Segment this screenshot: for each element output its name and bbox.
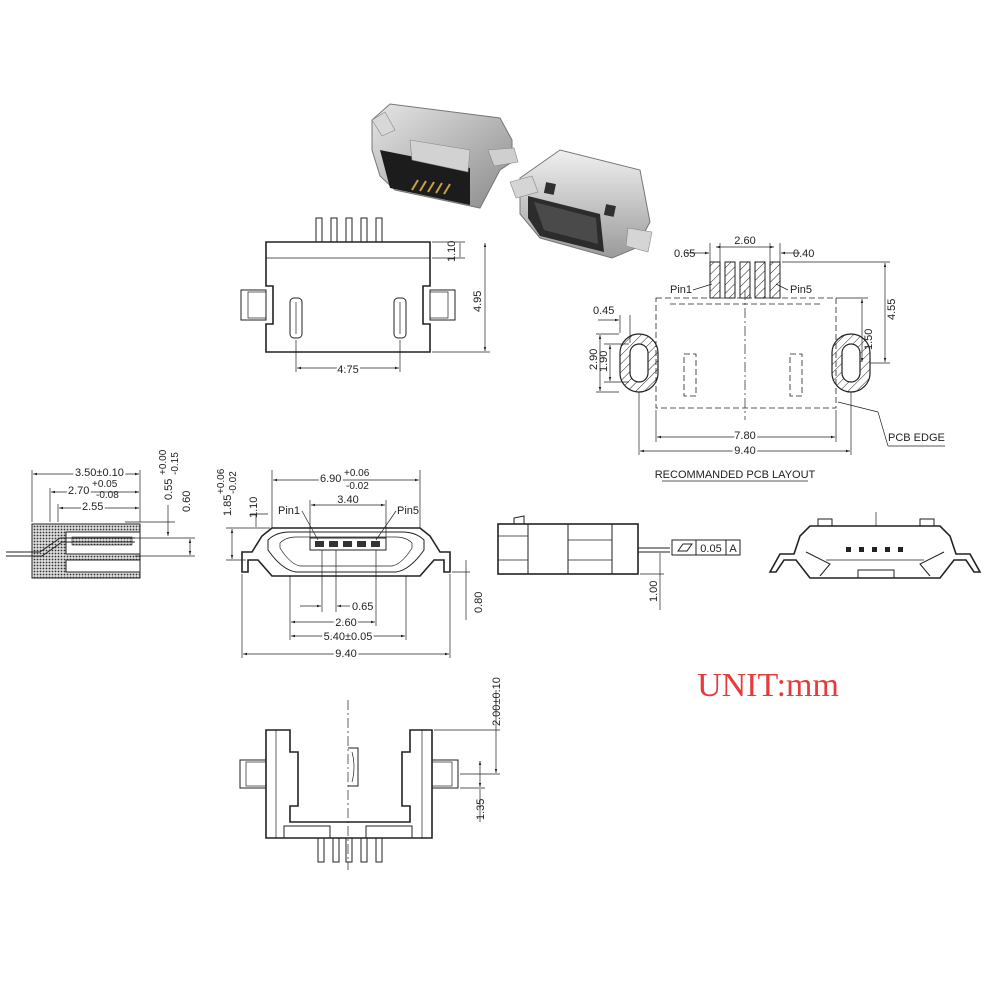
dim-front-pin-span: 2.60 [335, 617, 356, 629]
unit-label: UNIT:mm [697, 667, 839, 704]
dim-pcb-outer-width: 9.40 [734, 445, 755, 457]
dim-section-a: 3.50±0.10 [75, 467, 124, 479]
dim-front-shell: 1.10 [248, 497, 260, 518]
dim-section-d: 0.55 [163, 479, 175, 500]
dim-section-b-tol-minus: -0.08 [96, 490, 119, 501]
dim-top-width: 4.75 [337, 364, 358, 376]
dim-bottom-tab-width: 1.35 [475, 799, 487, 820]
dim-front-height-tol-plus: +0.06 [216, 468, 227, 494]
dim-section-d-tol-minus: -0.15 [170, 452, 181, 475]
dim-front-tab: 0.80 [473, 592, 485, 613]
dim-section-e: 0.60 [181, 491, 193, 512]
side-view: 0.05 A 1.00 [497, 515, 741, 610]
end-view [768, 512, 982, 579]
side-section: 3.50±0.10 2.70 +0.05 -0.08 2.55 0.55 +0.… [6, 449, 195, 579]
pcb-edge-label: PCB EDGE [888, 432, 945, 444]
dim-section-d-tol-plus: +0.00 [158, 449, 169, 475]
dim-section-b-tol-plus: +0.05 [92, 479, 118, 490]
dim-bottom-tab-offset: 2.00±0.10 [491, 677, 503, 726]
dim-top-pin-length: 1.10 [446, 241, 458, 262]
dim-pcb-slot-outer: 2.90 [588, 349, 600, 370]
dim-front-opening-tol-plus: +0.06 [344, 468, 370, 479]
dim-section-b: 2.70 [68, 485, 89, 497]
dim-front-pin-span-top: 3.40 [337, 494, 358, 506]
top-view: 4.75 1.10 4.95 [240, 217, 490, 378]
dim-front-overall: 9.40 [335, 648, 356, 660]
bottom-view: 2.00±0.10 1.35 [239, 677, 503, 870]
pcb-pin5-label: Pin5 [790, 284, 812, 296]
datum-label: A [729, 543, 737, 555]
product-photo-rear [371, 103, 519, 209]
pcb-layout-caption: RECOMMANDED PCB LAYOUT [655, 469, 816, 481]
front-pin1-label: Pin1 [278, 505, 300, 517]
dim-front-body: 5.40±0.05 [324, 631, 373, 643]
dim-top-depth: 4.95 [472, 291, 484, 312]
dim-pcb-pad-width: 0.65 [674, 248, 695, 260]
flatness-value: 0.05 [700, 543, 721, 555]
dim-pcb-pad-to-slot: 1.50 [863, 329, 875, 350]
dim-pcb-total-height: 4.55 [886, 299, 898, 320]
dim-pcb-pad-pitch: 0.40 [793, 248, 814, 260]
dim-front-opening: 6.90 [320, 473, 341, 485]
dim-section-c: 2.55 [82, 501, 103, 513]
dim-side-standoff: 1.00 [648, 581, 660, 602]
dim-front-height-tol-minus: -0.02 [228, 471, 239, 494]
front-pin5-label: Pin5 [397, 505, 419, 517]
product-photo-front [509, 149, 653, 259]
dim-front-opening-tol-minus: -0.02 [346, 481, 369, 492]
pcb-layout: 0.65 2.60 0.40 Pin1 Pin5 0.45 2.90 1. [588, 235, 945, 482]
flatness-icon [677, 543, 693, 552]
dim-pcb-slot-width: 0.45 [593, 305, 614, 317]
front-view: Pin1 Pin5 6.90 +0.06 -0.02 3.40 1.85 +0.… [216, 468, 485, 662]
pcb-pin1-label: Pin1 [670, 284, 692, 296]
dim-front-height: 1.85 [222, 495, 234, 516]
dim-front-pitch: 0.65 [352, 601, 373, 613]
dim-pcb-slot-inner: 1.90 [598, 351, 610, 372]
dim-pcb-inner-width: 7.80 [734, 430, 755, 442]
dim-pcb-pad-span: 2.60 [734, 235, 755, 247]
